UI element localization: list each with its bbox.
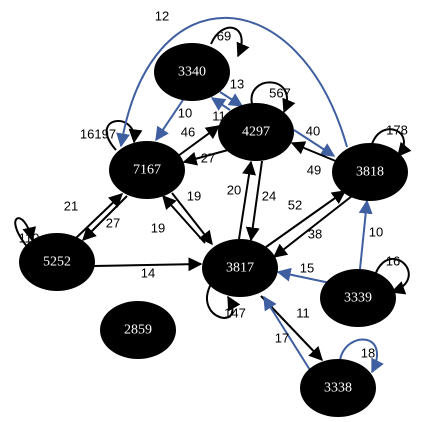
node-label-3338: 3338 xyxy=(324,381,352,396)
edge-4297-to-7167 xyxy=(182,149,229,166)
self-loop-3340 xyxy=(210,26,250,58)
edge-label-7167-to-4297: 46 xyxy=(181,125,195,140)
node-label-3818: 3818 xyxy=(356,165,384,180)
node-5252: 5252 xyxy=(19,233,95,291)
edge-label-3339-to-3818: 10 xyxy=(369,225,383,240)
edge-label-4297-to-3818: 40 xyxy=(306,124,320,139)
edge-label-3817-to-3338: 11 xyxy=(296,306,310,321)
edge-labels-layer: 69 567 16197 178 110 147 16 18 12 10 13 11 46 27 40 49 2… xyxy=(19,9,408,361)
node-shape-5252 xyxy=(19,233,95,291)
edge-label-4297-to-3817: 24 xyxy=(262,189,276,204)
self-loop-label-7167: 16197 xyxy=(80,127,116,142)
edge-3339-to-3817 xyxy=(276,267,331,284)
self-loop-3339 xyxy=(374,257,410,295)
node-label-3339: 3339 xyxy=(344,291,372,306)
edge-4297-to-3817 xyxy=(245,160,263,242)
edge-3817-to-7167 xyxy=(162,194,206,244)
edge-label-3817-to-4297: 20 xyxy=(227,183,241,198)
edge-7167-to-3817 xyxy=(171,192,213,246)
edge-4297-to-3818 xyxy=(293,129,336,157)
node-3817: 3817 xyxy=(202,239,278,297)
node-7167: 7167 xyxy=(109,141,185,199)
edge-7167-to-5252 xyxy=(82,195,128,241)
self-loop-7167 xyxy=(105,120,143,151)
self-loop-label-3340: 69 xyxy=(217,29,231,44)
edge-label-4297-to-7167: 27 xyxy=(201,151,215,166)
self-loop-label-4297: 567 xyxy=(269,86,291,101)
edge-3339-to-3818 xyxy=(358,199,373,270)
node-shape-7167 xyxy=(109,141,185,199)
node-label-3817: 3817 xyxy=(226,261,254,276)
edge-label-3340-to-4297: 13 xyxy=(230,77,244,92)
node-shape-3338 xyxy=(300,359,376,417)
node-3818: 3818 xyxy=(332,143,408,201)
edge-3817-to-4297 xyxy=(238,160,256,240)
self-loop-label-3817: 147 xyxy=(224,306,246,321)
edge-label-5252-to-3817: 14 xyxy=(141,266,155,281)
self-loop-label-3338: 18 xyxy=(361,346,375,361)
edge-label-3818-to-7167: 12 xyxy=(155,9,169,24)
edge-label-3339-to-3817: 15 xyxy=(300,261,314,276)
node-shape-3817 xyxy=(202,239,278,297)
edge-3340-to-4297 xyxy=(219,91,244,107)
edge-5252-to-3817 xyxy=(93,257,203,272)
self-loop-label-3818: 178 xyxy=(386,123,408,138)
node-shape-2859 xyxy=(100,301,176,359)
edge-label-7167-to-3817: 19 xyxy=(187,189,201,204)
edge-label-7167-to-5252: 27 xyxy=(106,216,120,231)
node-label-5252: 5252 xyxy=(43,255,71,270)
self-loop-4297 xyxy=(250,81,296,114)
node-2859: 2859 xyxy=(100,301,176,359)
node-3338: 3338 xyxy=(300,359,376,417)
self-loop-3817 xyxy=(206,283,241,319)
edge-label-3818-to-3817: 38 xyxy=(308,227,322,242)
node-shape-4297 xyxy=(218,103,294,161)
edge-7167-to-4297 xyxy=(177,125,221,157)
node-label-3340: 3340 xyxy=(178,65,206,80)
edge-3818-to-3817 xyxy=(272,195,353,258)
self-loops-layer xyxy=(14,26,412,374)
edge-label-3817-to-7167: 19 xyxy=(151,221,165,236)
edge-label-3340-to-7167: 10 xyxy=(178,106,192,121)
self-loop-5252 xyxy=(14,217,37,251)
edge-label-5252-to-7167: 21 xyxy=(64,199,78,214)
self-loop-3338 xyxy=(339,338,384,374)
edge-label-3817-to-3818: 52 xyxy=(288,198,302,213)
edge-3818-to-7167 xyxy=(116,16,348,148)
edge-3338-to-3817 xyxy=(263,295,311,371)
node-label-2859: 2859 xyxy=(124,323,152,338)
node-label-7167: 7167 xyxy=(133,163,161,178)
node-3340: 3340 xyxy=(154,43,230,101)
edge-label-3338-to-3817: 17 xyxy=(275,331,289,346)
node-label-4297: 4297 xyxy=(242,125,270,140)
edge-label-3818-to-4297: 49 xyxy=(307,163,321,178)
node-shape-3339 xyxy=(320,269,396,327)
node-4297: 4297 xyxy=(218,103,294,161)
edge-3340-to-7167 xyxy=(155,99,184,142)
edge-label-4297-to-3340: 11 xyxy=(212,109,226,124)
edge-3817-to-3818 xyxy=(265,190,347,248)
node-shape-3818 xyxy=(332,143,408,201)
edge-3818-to-4297 xyxy=(290,141,339,163)
self-loop-label-5252: 110 xyxy=(19,231,40,246)
edges-layer xyxy=(75,16,373,371)
node-3339: 3339 xyxy=(320,269,396,327)
self-loop-label-3339: 16 xyxy=(386,254,400,269)
edge-4297-to-3340 xyxy=(210,97,231,111)
node-shape-3340 xyxy=(154,43,230,101)
self-loop-3818 xyxy=(371,128,412,158)
